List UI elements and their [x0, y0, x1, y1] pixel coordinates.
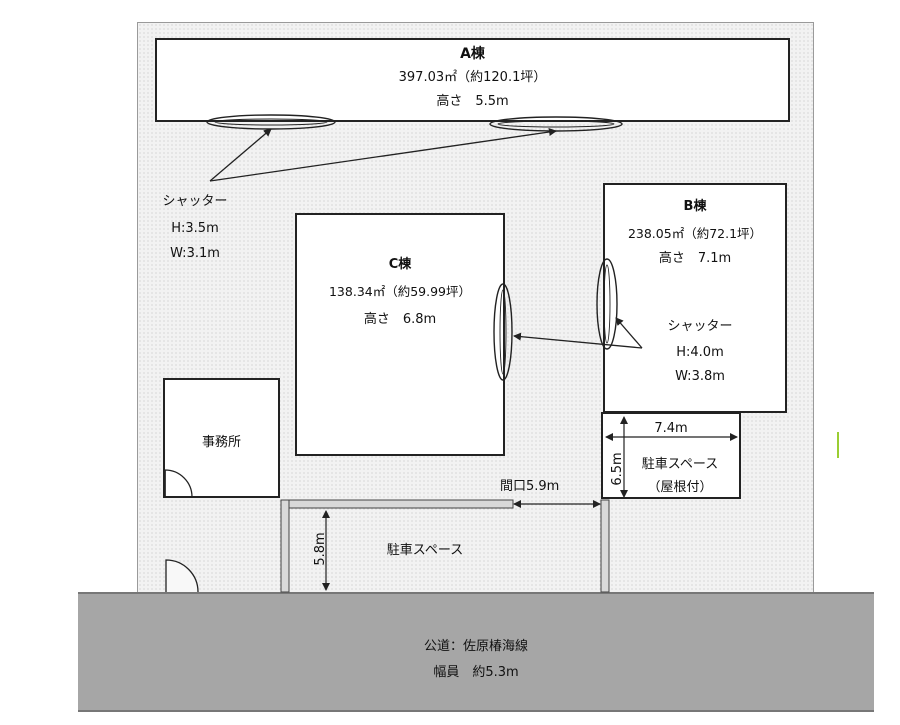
building-a-area: 397.03㎡（約120.1坪） [398, 70, 547, 85]
road-width: 幅員 約5.3m [433, 665, 519, 680]
open-parking-frontage: 間口5.9m [500, 479, 560, 494]
shutter-right-width: W:3.8m [675, 369, 725, 384]
building-c-height: 高さ 6.8m [363, 312, 437, 327]
shutter-c-shape [493, 283, 513, 381]
shutter-left-height: H:3.5m [171, 221, 219, 236]
road-name: 公道：佐原椿海線 [423, 639, 528, 654]
building-c-area: 138.34㎡（約59.99坪） [328, 284, 472, 299]
shutter-right-arrow-2 [615, 317, 643, 349]
building-a: A棟 397.03㎡（約120.1坪） 高さ 5.5m [155, 38, 790, 122]
shutter-left-width: W:3.1m [170, 246, 220, 261]
building-b-name: B棟 [683, 199, 707, 214]
office-door-icon [164, 469, 193, 498]
shutter-right-title: シャッター [667, 319, 733, 334]
shutter-b-shape [596, 258, 618, 350]
building-c-name: C棟 [388, 257, 412, 272]
open-parking-label: 駐車スペース [386, 543, 464, 558]
covered-parking-roofed: （屋根付） [647, 480, 713, 495]
building-b-area: 238.05㎡（約72.1坪） [627, 226, 763, 241]
shutter-a1-inner [214, 118, 328, 126]
building-a-name: A棟 [460, 46, 485, 62]
shutter-left-title: シャッター [162, 194, 228, 209]
office-building: 事務所 [163, 378, 280, 498]
office-label: 事務所 [201, 435, 241, 450]
shutter-left-arrow-2 [209, 128, 557, 182]
public-road: 公道：佐原椿海線 幅員 約5.3m [78, 592, 874, 712]
building-c: C棟 138.34㎡（約59.99坪） 高さ 6.8m [295, 213, 505, 456]
covered-parking-width: 7.4m [654, 421, 688, 436]
edge-marker [837, 432, 839, 458]
shutter-right-height: H:4.0m [676, 345, 724, 360]
shutter-c-inner [499, 289, 507, 375]
gate-door-icon [165, 559, 199, 593]
building-b-height: 高さ 7.1m [658, 251, 732, 266]
shutter-b-inner [603, 264, 611, 344]
shutter-left-arrow-1 [209, 128, 272, 182]
shutter-a1-shape [206, 114, 336, 130]
open-parking-wall [280, 499, 610, 593]
shutter-a2-shape [489, 116, 623, 132]
building-a-height: 高さ 5.5m [436, 94, 509, 109]
shutter-right-arrow-1 [513, 332, 643, 349]
covered-parking-label: 駐車スペース [641, 457, 719, 472]
building-b: B棟 238.05㎡（約72.1坪） 高さ 7.1m [603, 183, 787, 413]
shutter-a2-inner [497, 120, 615, 128]
